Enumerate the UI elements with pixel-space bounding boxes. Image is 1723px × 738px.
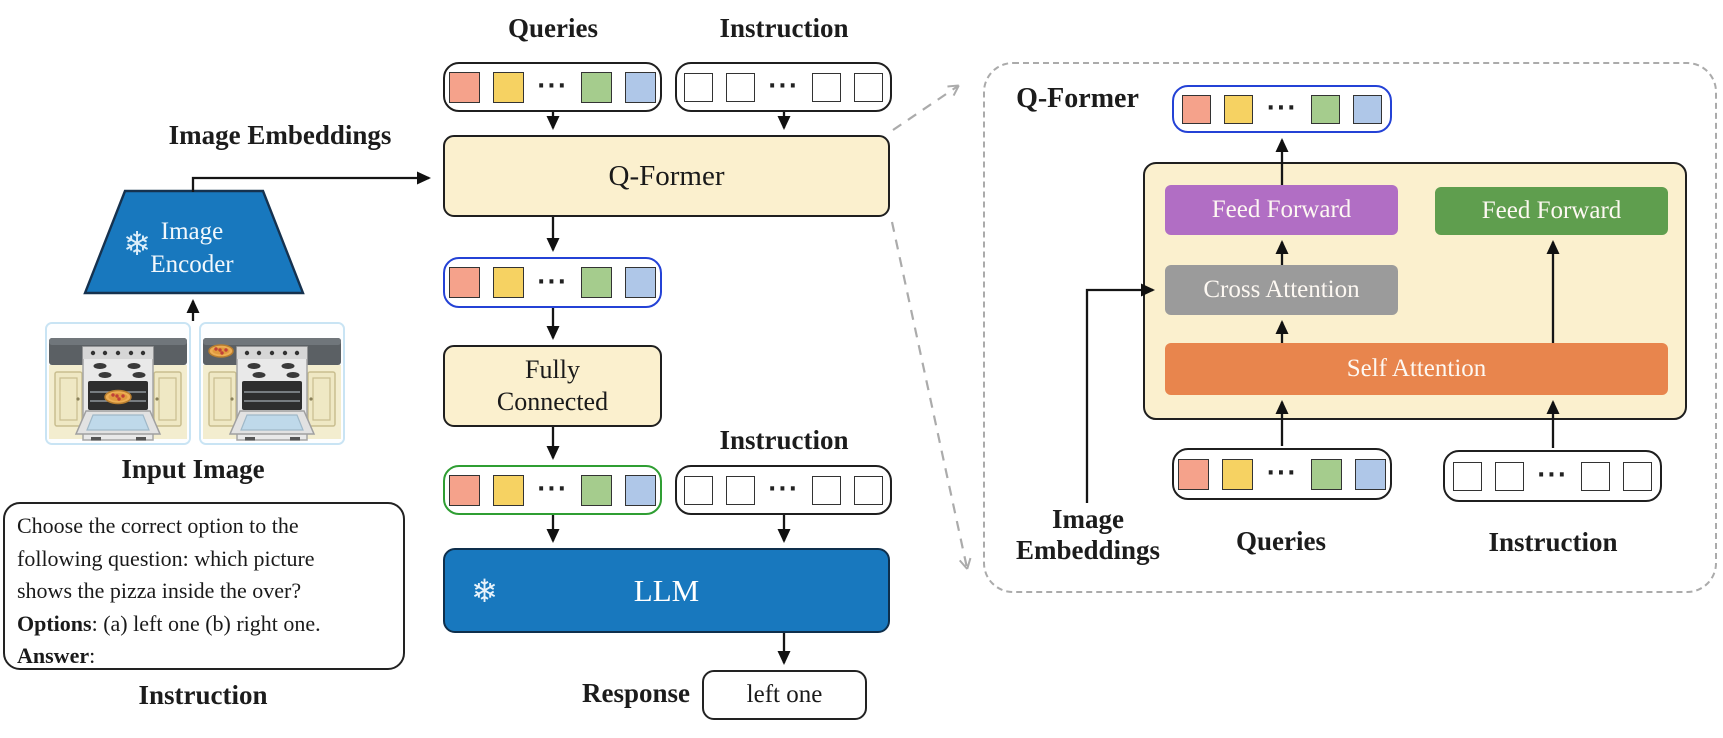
query-token [492, 474, 524, 506]
query-token [1182, 94, 1212, 124]
query-token [581, 71, 613, 103]
dashed-arrow-zoom-top [892, 84, 960, 131]
query-output-strip-green: ··· [443, 465, 662, 515]
dashed-arrow-zoom-bottom [890, 221, 972, 570]
queries-token-strip-top: ··· [443, 62, 662, 112]
query-token [1310, 94, 1340, 124]
cross-attention-box: Cross Attention [1165, 265, 1398, 315]
fully-connected-box: Fully Connected [443, 345, 662, 427]
instruction-label-mid: Instruction [719, 425, 849, 455]
image-encoder-label-line1: Image [161, 218, 223, 245]
response-box: left one [702, 670, 867, 720]
feed-forward-right-box: Feed Forward [1435, 187, 1668, 235]
query-token [492, 267, 524, 298]
instruction-text-line: Options: (a) left one (b) right one. [17, 610, 321, 636]
response-label: Response [581, 678, 690, 708]
instruction-label-top: Instruction [719, 13, 849, 43]
instruction-caption-left: Instruction [138, 680, 268, 710]
query-token [625, 267, 657, 298]
snowflake-icon: ❄ [471, 571, 498, 610]
self-attention-box: Self Attention [1165, 343, 1668, 395]
query-token [448, 474, 480, 506]
ellipsis: ··· [536, 74, 569, 99]
feed-forward-left-box: Feed Forward [1165, 185, 1398, 235]
instruction-text-line: shows the pizza inside the over? [17, 578, 302, 603]
blank-token [854, 72, 884, 102]
blank-token [1452, 461, 1482, 491]
instruction-text-line: following question: which picture [17, 545, 315, 571]
ellipsis: ··· [1266, 96, 1298, 121]
image-embeddings-label: Image Embeddings [168, 120, 392, 150]
image-encoder-trapezoid: ❄ Image Encoder [80, 188, 308, 296]
cross-attention-label: Cross Attention [1203, 276, 1360, 303]
oven-illustration [201, 324, 343, 443]
blank-token [683, 475, 713, 505]
query-token [1222, 458, 1254, 490]
llm-box: ❄ LLM [443, 548, 890, 633]
feed-forward-left-label: Feed Forward [1211, 196, 1352, 223]
panel-queries-label: Queries [1236, 526, 1326, 556]
llm-label: LLM [633, 572, 700, 608]
qformer-box: Q-Former [443, 135, 890, 217]
instruction-text-line: Choose the correct option to the [17, 513, 299, 538]
ellipsis: ··· [1536, 463, 1569, 488]
oven-illustration [47, 324, 189, 443]
query-token [492, 71, 524, 103]
ellipsis: ··· [767, 477, 800, 502]
panel-queries-strip: ··· [1172, 448, 1392, 500]
qformer-box-label: Q-Former [608, 159, 725, 192]
fully-connected-line1: Fully [525, 355, 580, 384]
panel-query-strip-top: ··· [1172, 85, 1392, 133]
input-image-left [45, 322, 191, 445]
blank-token [1623, 461, 1653, 491]
ellipsis: ··· [536, 477, 569, 502]
blank-token [1494, 461, 1524, 491]
feed-forward-right-label: Feed Forward [1481, 197, 1622, 224]
query-token [1310, 458, 1342, 490]
self-attention-label: Self Attention [1346, 355, 1487, 382]
query-token [625, 474, 657, 506]
panel-instruction-label: Instruction [1488, 527, 1618, 557]
input-image-label: Input Image [121, 454, 265, 484]
instruction-token-strip-top: ··· [675, 62, 892, 112]
image-encoder-label-line2: Encoder [150, 251, 234, 278]
query-token [448, 71, 480, 103]
panel-image-embeddings-label: Image Embeddings [1015, 504, 1161, 565]
ellipsis: ··· [536, 269, 569, 295]
qformer-panel-title: Q-Former [1016, 83, 1139, 114]
query-token [1354, 458, 1386, 490]
blank-token [854, 475, 884, 505]
instruction-text-box: Choose the correct option to the followin… [3, 502, 405, 670]
fully-connected-line2: Connected [496, 387, 609, 416]
blank-token [725, 475, 755, 505]
ellipsis: ··· [767, 74, 800, 99]
query-token [448, 267, 480, 298]
query-token [581, 267, 613, 298]
query-token [581, 474, 613, 506]
query-token [625, 71, 657, 103]
blank-token [1581, 461, 1611, 491]
query-token [1178, 458, 1210, 490]
blank-token [812, 475, 842, 505]
blank-token [683, 72, 713, 102]
query-output-strip-blue: ··· [443, 257, 662, 308]
instruction-text-line: Answer: [17, 643, 96, 668]
query-token [1352, 94, 1382, 124]
ellipsis: ··· [1266, 461, 1298, 486]
queries-label-top: Queries [508, 13, 598, 43]
query-token [1224, 94, 1254, 124]
snowflake-icon: ❄ [123, 224, 151, 263]
response-value: left one [746, 681, 823, 708]
instruction-token-strip-mid: ··· [675, 465, 892, 515]
blank-token [812, 72, 842, 102]
panel-instruction-strip: ··· [1443, 450, 1662, 502]
blank-token [725, 72, 755, 102]
input-image-right [199, 322, 345, 445]
